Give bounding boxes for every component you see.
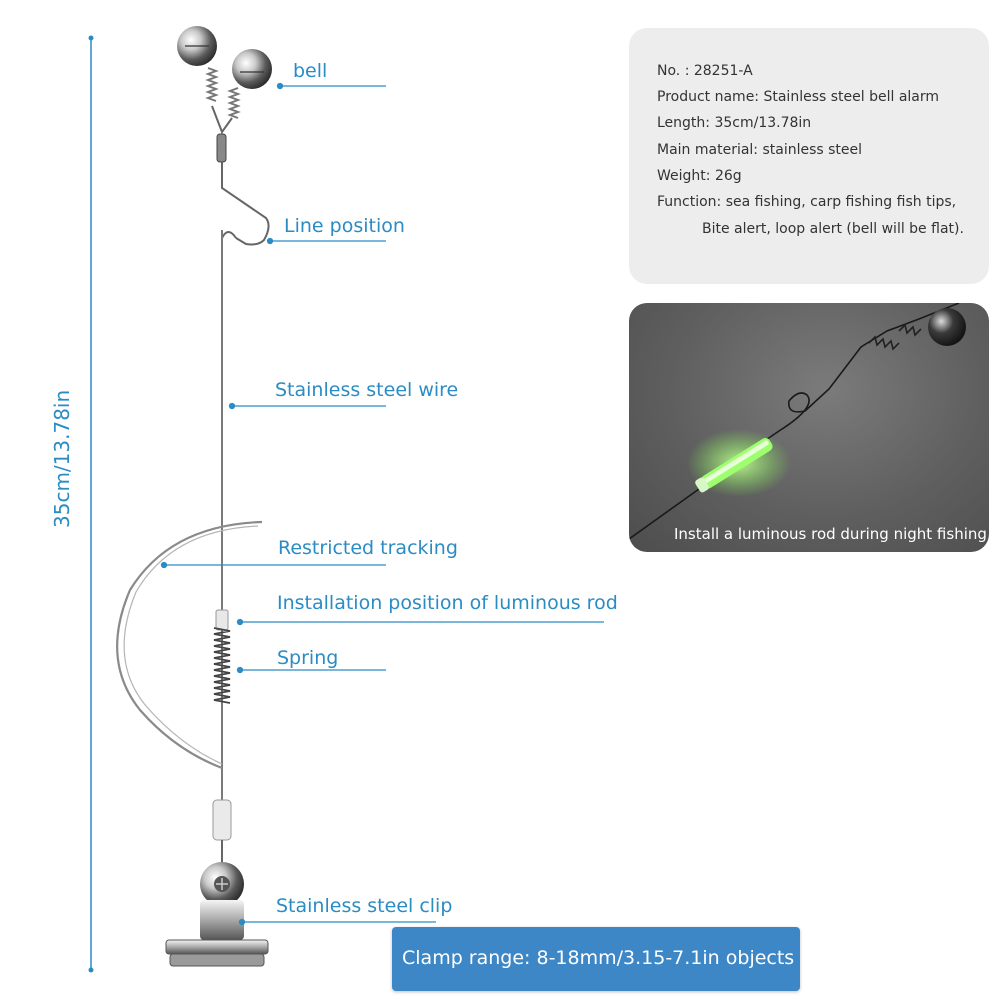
clamp-range-text: Clamp range: 8-18mm/3.15-7.1in objects	[402, 947, 795, 969]
spec-panel: No. : 28251-A Product name: Stainless st…	[629, 28, 989, 284]
spec-length: Length: 35cm/13.78in	[657, 115, 812, 131]
callout-spring: Spring	[277, 647, 339, 669]
callout-restricted-tracking: Restricted tracking	[278, 537, 458, 559]
spec-function: Function: sea fishing, carp fishing fish…	[657, 194, 957, 210]
callout-leaders	[160, 82, 604, 926]
night-photo-illustration	[629, 303, 966, 540]
spec-number: No. : 28251-A	[657, 63, 753, 79]
callout-luminous-position: Installation position of luminous rod	[277, 592, 618, 614]
tracking-arc	[116, 520, 263, 770]
night-photo-caption: Install a luminous rod during night fish…	[674, 525, 987, 543]
bell-pair	[177, 26, 272, 163]
spec-function-continued: Bite alert, loop alert (bell will be fla…	[702, 221, 964, 237]
swivel-connector	[212, 799, 232, 870]
line-position-hook	[221, 162, 270, 300]
dimension-label: 35cm/13.78in	[50, 389, 74, 528]
callout-clip: Stainless steel clip	[276, 895, 453, 917]
clamp-range-banner: Clamp range: 8-18mm/3.15-7.1in objects	[392, 927, 800, 991]
night-fishing-photo: Install a luminous rod during night fish…	[629, 303, 989, 552]
spec-material: Main material: stainless steel	[657, 142, 863, 158]
callout-line-position: Line position	[284, 215, 405, 237]
callout-stainless-wire: Stainless steel wire	[275, 379, 459, 401]
spec-weight: Weight: 26g	[657, 168, 742, 184]
luminous-sleeve	[215, 609, 229, 631]
dimension-line	[88, 35, 94, 973]
stainless-clip-illustration	[165, 862, 269, 967]
callout-bell: bell	[293, 60, 328, 82]
spec-product-name: Product name: Stainless steel bell alarm	[657, 89, 940, 105]
spring-coil	[213, 627, 231, 704]
